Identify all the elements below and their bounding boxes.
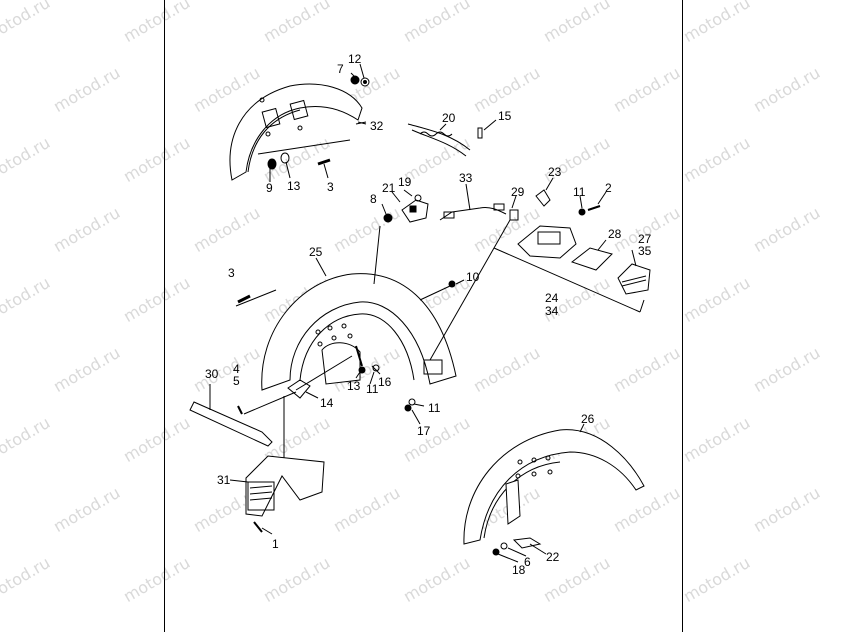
grommet-11 [578,208,586,216]
callout-17: 17 [417,424,431,438]
callout-28: 28 [608,227,622,241]
lens-28 [570,247,613,271]
callout-8: 8 [370,192,377,206]
nut-12 [360,77,370,87]
callout-23: 23 [548,165,562,179]
bolt-4-5 [237,405,243,415]
nut-11-low [408,398,416,406]
diagram-frame [164,0,683,632]
callout-18: 18 [512,563,526,577]
callout-24: 24 [545,291,559,305]
callout-19: 19 [398,175,412,189]
callout-5: 5 [233,374,240,388]
callout-20: 20 [442,111,456,125]
callout-13-mid: 13 [347,379,361,393]
callout-22: 22 [546,550,560,564]
callout-9: 9 [266,181,273,195]
taillight-base-24 [517,225,577,259]
harness-33 [439,203,507,221]
callout-14: 14 [320,396,334,410]
callout-25: 25 [309,245,323,259]
bracket-22 [512,537,542,549]
screw-2 [587,205,601,211]
rear-fender-25 [261,273,457,391]
washer-6 [500,542,508,550]
nut-13-mid [358,366,366,374]
taillight-27 [617,263,651,295]
callout-3-mid: 3 [228,266,235,280]
socket-29 [509,209,519,221]
screw-1 [253,521,263,533]
callout-29: 29 [511,185,525,199]
callout-13-top: 13 [287,179,301,193]
pin-15 [477,127,483,139]
bolt-19 [414,194,422,202]
callout-11-top: 11 [573,185,586,199]
callout-30: 30 [205,367,219,381]
lamp-23 [535,189,551,207]
bracket-21 [401,199,429,223]
nut-18 [492,548,500,556]
callout-35: 35 [638,244,652,258]
callout-31: 31 [217,473,231,487]
bolt-3-mid [237,294,251,304]
callout-3-top: 3 [327,180,334,194]
callout-15: 15 [498,109,512,123]
bracket-14 [287,355,353,399]
callout-34: 34 [545,304,559,318]
callout-7: 7 [337,62,344,76]
fender-26 [463,429,645,545]
bolt-3-top [317,158,331,166]
callout-1: 1 [272,537,279,551]
nut-17 [404,404,412,412]
nut-13-top [280,152,290,164]
front-fender-small [229,83,367,181]
nut-7 [350,75,360,85]
bolt-16 [355,345,363,367]
nut-8 [383,213,393,223]
callout-27: 27 [638,232,652,246]
callout-12: 12 [348,52,362,66]
callout-11-low: 11 [428,401,441,415]
callout-10: 10 [466,270,480,284]
callout-11-mid: 11 [366,382,379,396]
callout-21: 21 [382,181,396,195]
callout-33: 33 [459,171,473,185]
callout-6: 6 [524,555,531,569]
callout-16: 16 [378,375,392,389]
washer-9 [267,158,277,170]
trim-30 [189,401,273,447]
nut-10 [448,280,456,288]
callout-32: 32 [370,119,384,133]
license-bracket-31 [245,455,325,517]
callout-26: 26 [581,412,595,426]
callout-2: 2 [605,181,612,195]
emblem-20 [407,123,471,157]
nut-11-mid [372,364,380,372]
callout-4: 4 [233,362,240,376]
